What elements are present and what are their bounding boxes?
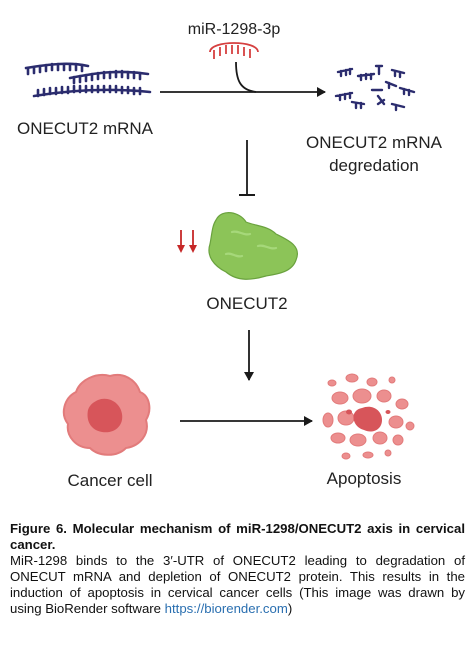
protein-label: ONECUT2: [206, 294, 287, 313]
onecut2-protein-icon: [208, 212, 298, 280]
mrna-strands-icon: [24, 62, 152, 98]
caption-closing: ): [287, 601, 293, 616]
binding-curve: [235, 61, 257, 93]
mrna-label: ONECUT2 mRNA: [17, 119, 154, 138]
apoptotic-nucleus-icon: [346, 406, 391, 432]
decrease-arrows-icon: [177, 230, 197, 253]
degradation-label-line2: degredation: [329, 156, 419, 175]
degraded-mrna-fragments-icon: [334, 64, 416, 112]
caption-title: Figure 6. Molecular mechanism of miR-129…: [10, 521, 465, 552]
degradation-label-line1: ONECUT2 mRNA: [306, 133, 443, 152]
caption-body-text: MiR-1298 binds to the 3′-UTR of ONECUT2 …: [10, 553, 465, 616]
figure-caption: Figure 6. Molecular mechanism of miR-129…: [10, 521, 465, 617]
apoptosis-label: Apoptosis: [327, 469, 402, 488]
mirna-icon: [209, 42, 259, 59]
cancer-cell-label: Cancer cell: [67, 471, 152, 490]
apoptotic-cell-icon: [322, 373, 415, 460]
caption-body: MiR-1298 binds to the 3′-UTR of ONECUT2 …: [10, 553, 465, 617]
mirna-label: miR-1298-3p: [188, 21, 281, 38]
biorender-link[interactable]: https://biorender.com: [164, 601, 288, 616]
mechanism-diagram: miR-1298-3p ONECUT2 mRNA ONECUT2 mRNA de…: [17, 21, 443, 490]
cancer-cell-icon: [62, 374, 151, 456]
